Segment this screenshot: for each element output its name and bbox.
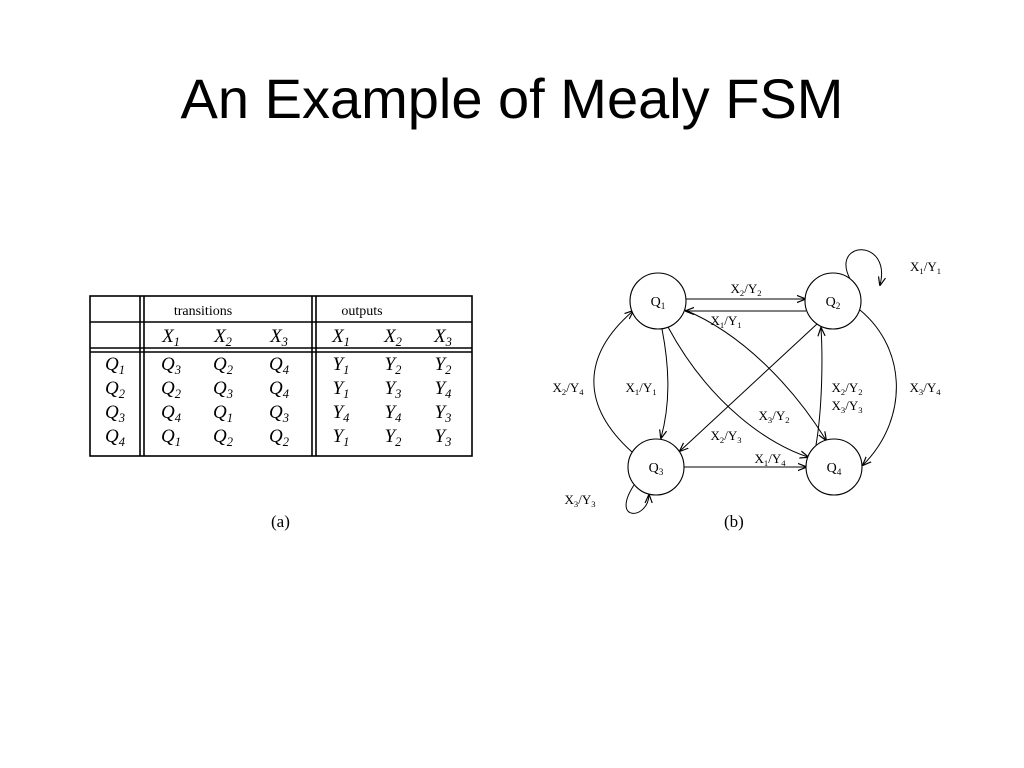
state-node-q3 bbox=[627, 438, 685, 496]
transition-input-header: X3 bbox=[269, 326, 288, 349]
table-next-state: Q4 bbox=[269, 378, 289, 401]
table-caption: (a) bbox=[271, 512, 290, 531]
edge-label-q2-q3: X2/Y3 bbox=[711, 428, 742, 445]
edge-q3-q1 bbox=[593, 311, 633, 453]
table-next-state: Q2 bbox=[213, 354, 233, 377]
table-next-state: Q2 bbox=[161, 378, 181, 401]
outputs-header: outputs bbox=[341, 304, 382, 319]
edge-label-q3-q3: X3/Y3 bbox=[565, 492, 596, 509]
state-node-q1 bbox=[629, 272, 687, 330]
state-node-q2 bbox=[804, 272, 862, 330]
table-output: Y1 bbox=[333, 426, 350, 449]
edge-label-q1-q4: X3/Y2 bbox=[759, 408, 790, 425]
table-next-state: Q1 bbox=[213, 402, 233, 425]
table-next-state: Q4 bbox=[161, 402, 181, 425]
state-node-q4 bbox=[805, 438, 863, 496]
edge-label-q2-q4: X3/Y4 bbox=[910, 380, 942, 397]
edge-label-q3-q1: X2/Y4 bbox=[553, 380, 585, 397]
slide-title: An Example of Mealy FSM bbox=[180, 67, 844, 130]
edge-label-q1-q3: X1/Y1 bbox=[626, 380, 657, 397]
edge-label-q4-q2-a: X2/Y2 bbox=[832, 380, 863, 397]
table-state-label: Q2 bbox=[105, 378, 125, 401]
table-next-state: Q3 bbox=[161, 354, 181, 377]
edge-label-q4-q2-b: X3/Y3 bbox=[832, 398, 863, 415]
edge-label-q2-q1: X1/Y1 bbox=[711, 313, 742, 330]
table-state-label: Q1 bbox=[105, 354, 125, 377]
edge-q1-q4-arc bbox=[684, 309, 826, 440]
edge-q1-q4 bbox=[667, 326, 808, 457]
state-label-q4: Q4 bbox=[827, 461, 842, 477]
diagram-caption: (b) bbox=[724, 512, 744, 531]
table-output: Y3 bbox=[385, 378, 402, 401]
state-label-q2: Q2 bbox=[826, 295, 841, 311]
state-label-q1: Q1 bbox=[651, 295, 666, 311]
table-next-state: Q3 bbox=[269, 402, 289, 425]
edge-label-q2-q2: X1/Y1 bbox=[910, 259, 941, 276]
table-output: Y2 bbox=[385, 354, 402, 377]
table-output: Y2 bbox=[385, 426, 402, 449]
output-input-header: X1 bbox=[331, 326, 350, 349]
table-next-state: Q3 bbox=[213, 378, 233, 401]
table-output: Y2 bbox=[435, 354, 452, 377]
edge-q4-q2-a bbox=[815, 328, 822, 446]
transition-input-header: X2 bbox=[213, 326, 232, 349]
table-borders bbox=[89, 295, 473, 457]
table-output: Y3 bbox=[435, 402, 452, 425]
table-output: Y1 bbox=[333, 354, 350, 377]
edge-label-q1-q2: X2/Y2 bbox=[731, 281, 762, 298]
diagram-edges bbox=[593, 249, 897, 514]
table-next-state: Q2 bbox=[213, 426, 233, 449]
table-output: Y4 bbox=[333, 402, 350, 425]
table-next-state: Q4 bbox=[269, 354, 289, 377]
output-input-header: X3 bbox=[433, 326, 452, 349]
edge-q2-q4 bbox=[859, 309, 897, 465]
table-output: Y4 bbox=[435, 378, 452, 401]
table-output: Y3 bbox=[435, 426, 452, 449]
table-state-label: Q3 bbox=[105, 402, 125, 425]
output-input-header: X2 bbox=[383, 326, 402, 349]
edge-q3-q3 bbox=[625, 484, 649, 514]
edge-q1-q3 bbox=[661, 328, 669, 438]
table-output: Y4 bbox=[385, 402, 402, 425]
transitions-header: transitions bbox=[174, 304, 232, 319]
table-next-state: Q2 bbox=[269, 426, 289, 449]
edge-q2-q3 bbox=[680, 323, 818, 451]
table-output: Y1 bbox=[333, 378, 350, 401]
state-label-q3: Q3 bbox=[649, 461, 664, 477]
table-state-label: Q4 bbox=[105, 426, 125, 449]
transition-input-header: X1 bbox=[161, 326, 180, 349]
edge-q2-q2 bbox=[845, 249, 882, 285]
edge-label-q3-q4: X1/Y4 bbox=[755, 451, 787, 468]
table-next-state: Q1 bbox=[161, 426, 181, 449]
